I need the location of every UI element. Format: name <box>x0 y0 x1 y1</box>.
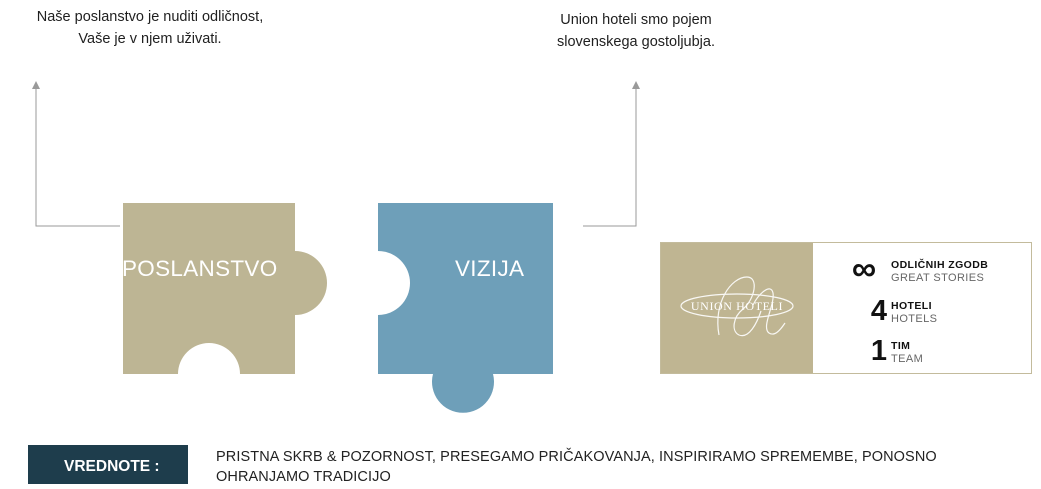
mission-caption: Naše poslanstvo je nuditi odličnost, Vaš… <box>0 6 300 50</box>
vision-caption-line-1: Union hoteli smo pojem <box>560 12 712 28</box>
stat-hotels: 4 HOTELI HOTELS <box>841 295 1021 329</box>
vision-caption: Union hoteli smo pojem slovenskega gosto… <box>500 9 772 53</box>
stat-great-stories: ∞ ODLIČNIH ZGODB GREAT STORIES <box>841 250 1021 289</box>
values-label: VREDNOTE : <box>28 445 188 484</box>
mission-caption-line-2: Vaše je v njem uživati. <box>78 31 222 47</box>
infinity-icon: ∞ <box>851 250 877 288</box>
vision-connector <box>583 81 640 227</box>
mission-puzzle-piece <box>123 203 327 374</box>
hotel-info-card: UNION HOTELI ∞ ODLIČNIH ZGODB GREAT STOR… <box>660 242 1032 374</box>
arrow-up-icon <box>32 81 40 89</box>
stat-title: HOTELI <box>891 300 932 312</box>
stat-value: 1 <box>870 335 887 367</box>
mission-connector <box>32 81 120 227</box>
stat-subtitle: HOTELS <box>891 313 938 325</box>
vision-caption-line-2: slovenskega gostoljubja. <box>557 34 715 50</box>
values-text: PRISTNA SKRB & POZORNOST, PRESEGAMO PRIČ… <box>216 449 937 485</box>
monogram-icon <box>680 276 794 337</box>
vision-label: VIZIJA <box>455 256 525 281</box>
stat-value: 4 <box>870 295 887 327</box>
stat-subtitle: TEAM <box>891 353 924 365</box>
mission-caption-line-1: Naše poslanstvo je nuditi odličnost, <box>36 9 264 25</box>
mission-label: POSLANSTVO <box>122 256 278 281</box>
logo-text: UNION HOTELI <box>690 299 784 313</box>
stat-title: ODLIČNIH ZGODB <box>891 259 989 271</box>
stat-team: 1 TIM TEAM <box>841 335 1021 369</box>
stat-title: TIM <box>891 340 911 352</box>
stat-subtitle: GREAT STORIES <box>891 272 985 284</box>
union-hoteli-logo: UNION HOTELI <box>661 243 813 373</box>
arrow-up-icon <box>632 81 640 89</box>
vision-puzzle-piece <box>378 203 553 413</box>
